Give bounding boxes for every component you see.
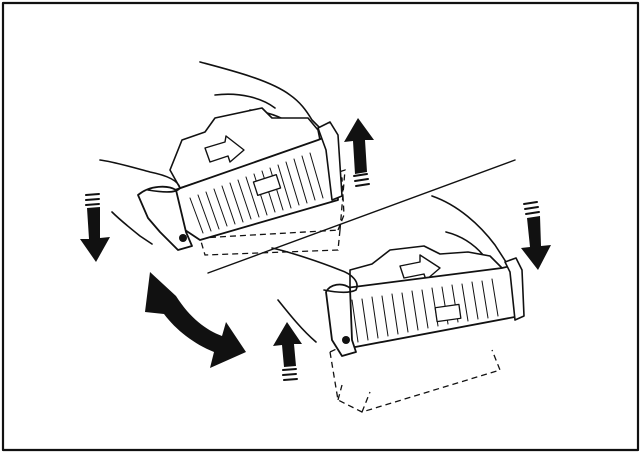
up-arrow-icon [273,322,302,381]
lower-cartridge-right-cap [504,257,525,321]
upper-cartridge-right-cap [317,121,343,201]
upper-cartridge-flat-arrow [204,135,245,163]
lower-cartridge-group [271,195,525,413]
upper-cartridge-ghost-outline [199,169,346,256]
lower-cartridge-ghost-outline [329,344,501,413]
lower-left-hand [271,247,358,343]
down-arrow-icon [80,193,110,262]
upper-cartridge-group [99,61,346,256]
lower-cartridge-ribs [351,278,499,343]
up-arrow-icon [344,118,374,187]
double-headed-curved-arrow-icon [145,272,246,368]
down-arrow-icon [521,201,551,270]
separator-line [207,159,516,274]
upper-cartridge-left-cap [137,185,193,251]
lower-cartridge-flat-arrow [399,254,441,281]
upper-left-hand [99,159,181,245]
